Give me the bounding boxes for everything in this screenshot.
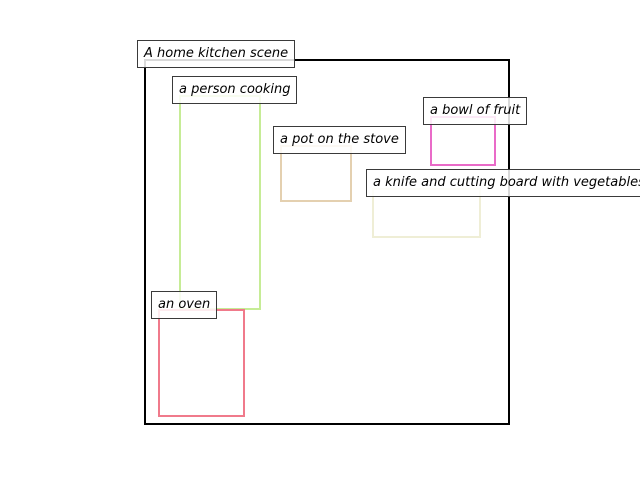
region-caption-knife-cutting-board: a knife and cutting board with vegetable…: [366, 169, 640, 197]
region-box-person-cooking: [179, 95, 261, 310]
region-caption-pot-on-stove: a pot on the stove: [273, 126, 406, 154]
region-caption-oven: an oven: [151, 291, 218, 319]
scene-caption-label: A home kitchen scene: [137, 40, 296, 68]
region-box-oven: [158, 309, 245, 417]
region-caption-person-cooking: a person cooking: [172, 76, 298, 104]
region-caption-bowl-of-fruit: a bowl of fruit: [423, 97, 528, 125]
scene-frame: [144, 59, 510, 425]
